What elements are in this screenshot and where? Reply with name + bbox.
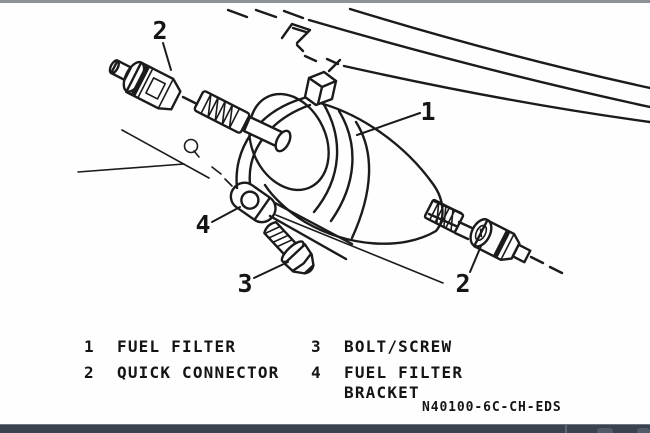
taskbar-item[interactable] bbox=[597, 428, 613, 433]
legend-item-3: 3 BOLT/SCREW bbox=[311, 337, 452, 357]
fuel-filter-canister bbox=[248, 92, 444, 245]
callout-1: 1 bbox=[420, 97, 435, 126]
callout-2-bottom-leader bbox=[469, 245, 482, 273]
legend-num: 4 bbox=[311, 363, 322, 382]
legend-label: BOLT/SCREW bbox=[344, 337, 453, 356]
callout-1-leader bbox=[356, 112, 421, 136]
callout-3: 3 bbox=[237, 269, 252, 298]
bracket-hole bbox=[240, 190, 260, 210]
callout-2-top: 2 bbox=[152, 16, 167, 45]
callout-4-leader bbox=[211, 206, 241, 223]
legend-label: FUEL FILTER bbox=[117, 337, 237, 356]
inlet-quick-connector bbox=[108, 59, 182, 111]
outlet-fitting bbox=[423, 198, 465, 234]
frame-hole bbox=[183, 138, 233, 187]
taskbar-item[interactable] bbox=[637, 428, 650, 433]
mounting-bolt bbox=[263, 220, 315, 275]
bracket-top-tab bbox=[303, 58, 342, 107]
inlet-tube bbox=[242, 115, 292, 153]
legend-num: 3 bbox=[311, 337, 322, 356]
callout-2-bottom: 2 bbox=[455, 269, 470, 298]
chassis-edge-lines bbox=[77, 129, 444, 284]
legend-item-2: 2 QUICK CONNECTOR bbox=[84, 363, 280, 383]
taskbar bbox=[0, 424, 650, 433]
legend-label: FUEL FILTER BRACKET bbox=[344, 363, 463, 403]
inlet-fitting bbox=[193, 90, 251, 134]
legend-item-1: 1 FUEL FILTER bbox=[84, 337, 236, 357]
legend-label-line1: FUEL FILTER bbox=[344, 363, 464, 382]
inlet-pipe bbox=[181, 95, 199, 106]
callout-4: 4 bbox=[195, 210, 210, 239]
callout-leaders bbox=[162, 42, 482, 279]
part-code: N40100-6C-CH-EDS bbox=[422, 400, 562, 415]
outlet-fuel-line bbox=[529, 255, 564, 275]
legend-label-line2: BRACKET bbox=[344, 383, 420, 402]
frame-rail-lines bbox=[226, 7, 650, 124]
callout-labels: 1 2 2 3 4 bbox=[152, 16, 470, 298]
legend-label: QUICK CONNECTOR bbox=[117, 363, 280, 382]
legend-item-4: 4 FUEL FILTER BRACKET bbox=[311, 363, 463, 403]
hidden-bracket-outline bbox=[280, 22, 312, 53]
legend-num: 2 bbox=[84, 363, 95, 382]
bracket-lower-tab bbox=[229, 181, 354, 261]
callout-2-top-leader bbox=[162, 42, 172, 71]
callout-3-leader bbox=[253, 261, 289, 279]
outlet-quick-connector bbox=[469, 218, 532, 264]
taskbar-divider bbox=[565, 425, 567, 433]
window-top-edge bbox=[0, 0, 650, 3]
legend-num: 1 bbox=[84, 337, 95, 356]
outlet-small-tube bbox=[453, 220, 474, 241]
